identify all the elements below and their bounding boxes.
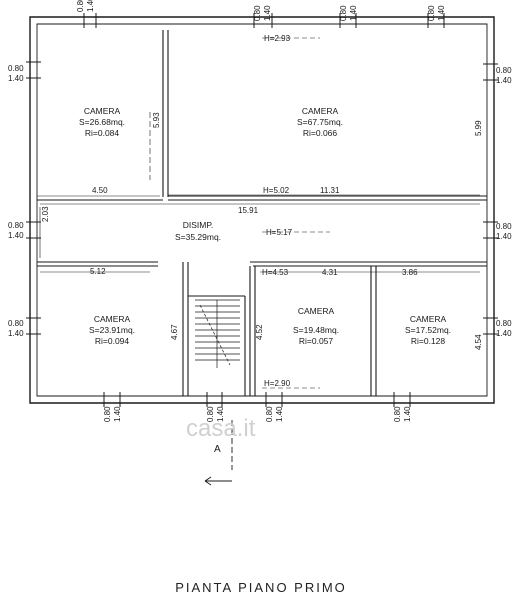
windows [26,13,498,407]
win-right-2-h: 1.40 [496,232,512,241]
room-labels: CAMERA S=26.68mq. Ri=0.084 CAMERA S=67.7… [79,106,451,346]
win-top-4-w: 0.80 [427,5,436,21]
dim-5-93: 5.93 [152,112,161,128]
dim-h-2-90: H=2.90 [264,379,291,388]
room-2-name: CAMERA [302,106,339,116]
win-bottom-2-w: 0.80 [206,406,215,422]
win-right-3-h: 1.40 [496,329,512,338]
win-bottom-3-w: 0.80 [265,406,274,422]
room-1-area: S=26.68mq. [79,117,125,127]
room-1-name: CAMERA [84,106,121,116]
win-bottom-1-h: 1.40 [113,406,122,422]
watermark: casa.it [186,415,256,442]
dim-5-12: 5.12 [90,267,106,276]
dim-h-5-02: H=5.02 [263,186,290,195]
win-bottom-1-w: 0.80 [103,406,112,422]
outer-wall-inner [36,23,488,397]
room-1-ri: Ri=0.084 [85,128,120,138]
room-5-ri: Ri=0.057 [299,336,334,346]
room-5-area: S=19.48mq. [293,325,339,335]
dim-3-86: 3.86 [402,268,418,277]
plan-title: PIANTA PIANO PRIMO [175,580,347,595]
dim-4-67: 4.67 [170,324,179,340]
win-left-3-h: 1.40 [8,329,24,338]
room-3-name: DISIMP. [183,220,214,230]
win-right-1-w: 0.80 [496,66,512,75]
dimension-labels: 4.50 H=5.02 11.31 15.91 H=5.17 H=2.93 5.… [41,34,483,388]
outer-wall [29,16,495,404]
dim-15-91: 15.91 [238,206,259,215]
win-top-1-h: 1.40 [86,0,95,12]
room-3-area: S=35.29mq. [175,232,221,242]
interior-walls [37,30,487,396]
dimension-lines [37,37,480,389]
win-right-2-w: 0.80 [496,222,512,231]
dim-h-4-53: H=4.53 [262,268,289,277]
win-left-2-h: 1.40 [8,231,24,240]
section-label: A [214,444,221,455]
win-top-3-w: 0.80 [339,5,348,21]
room-2-ri: Ri=0.066 [303,128,338,138]
win-bottom-3-h: 1.40 [275,406,284,422]
dim-4-31: 4.31 [322,268,338,277]
dim-4-50: 4.50 [92,186,108,195]
win-left-2-w: 0.80 [8,221,24,230]
room-4-area: S=23.91mq. [89,325,135,335]
dim-2-03: 2.03 [41,206,50,222]
dim-11-31: 11.31 [320,186,340,195]
win-left-1-w: 0.80 [8,64,24,73]
win-bottom-4-h: 1.40 [403,406,412,422]
room-2-area: S=67.75mq. [297,117,343,127]
dim-5-99: 5.99 [474,120,483,136]
win-left-1-h: 1.40 [8,74,24,83]
dim-h-2-93: H=2.93 [264,34,291,43]
win-top-4-h: 1.40 [437,5,446,21]
dim-4-54: 4.54 [474,334,483,350]
section-marker [204,420,233,486]
win-top-3-h: 1.40 [349,5,358,21]
room-6-name: CAMERA [410,314,447,324]
win-top-2-w: 0.80 [253,5,262,21]
win-bottom-2-h: 1.40 [216,406,225,422]
room-4-ri: Ri=0.094 [95,336,130,346]
window-labels: 0.80 1.40 0.80 1.40 0.80 1.40 0.80 1.40 … [8,0,512,422]
dim-4-52: 4.52 [255,324,264,340]
staircase [195,299,240,368]
room-4-name: CAMERA [94,314,131,324]
room-6-area: S=17.52mq. [405,325,451,335]
dim-h-5-17: H=5.17 [266,228,293,237]
win-left-3-w: 0.80 [8,319,24,328]
room-6-ri: Ri=0.128 [411,336,446,346]
win-bottom-4-w: 0.80 [393,406,402,422]
win-right-3-w: 0.80 [496,319,512,328]
win-top-2-h: 1.40 [263,5,272,21]
win-right-1-h: 1.40 [496,76,512,85]
win-top-1-w: 0.80 [76,0,85,12]
room-5-name: CAMERA [298,306,335,316]
